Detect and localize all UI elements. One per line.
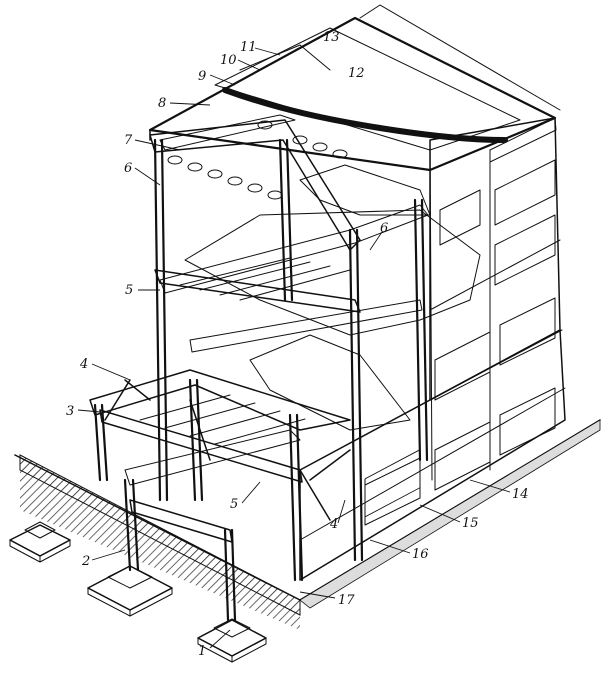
roof-girder-openings (167, 120, 348, 200)
frame-braces (104, 379, 351, 521)
facade-wall-panels (299, 117, 566, 581)
label-5a: 5 (125, 283, 133, 298)
label-4a: 4 (79, 357, 88, 372)
label-8: 8 (158, 96, 166, 111)
roof (148, 4, 561, 172)
floor-ribs (139, 257, 351, 445)
label-1: 1 (198, 644, 206, 659)
label-10: 10 (220, 53, 237, 68)
frame-beams (89, 114, 429, 543)
label-3: 3 (66, 404, 74, 419)
label-2: 2 (81, 554, 90, 569)
leader-lines (77, 37, 511, 649)
label-16: 16 (412, 547, 429, 562)
label-4b: 4 (329, 517, 338, 532)
label-17: 17 (338, 593, 355, 608)
label-11: 11 (240, 40, 257, 55)
label-14: 14 (512, 487, 529, 502)
callout-labels: 1 2 3 4 4 5 5 6 6 7 8 9 10 11 12 13 14 1… (66, 30, 529, 659)
ground-soil (14, 419, 601, 630)
frame-columns (93, 138, 429, 622)
label-15: 15 (462, 516, 479, 531)
label-6b: 6 (380, 221, 388, 236)
label-12: 12 (348, 66, 365, 81)
label-6a: 6 (124, 161, 132, 176)
label-7: 7 (124, 133, 133, 148)
label-9: 9 (198, 69, 206, 84)
floor-slabs (184, 164, 481, 431)
label-13: 13 (323, 30, 340, 45)
foundation-footings (9, 521, 267, 663)
label-5b: 5 (230, 497, 238, 512)
